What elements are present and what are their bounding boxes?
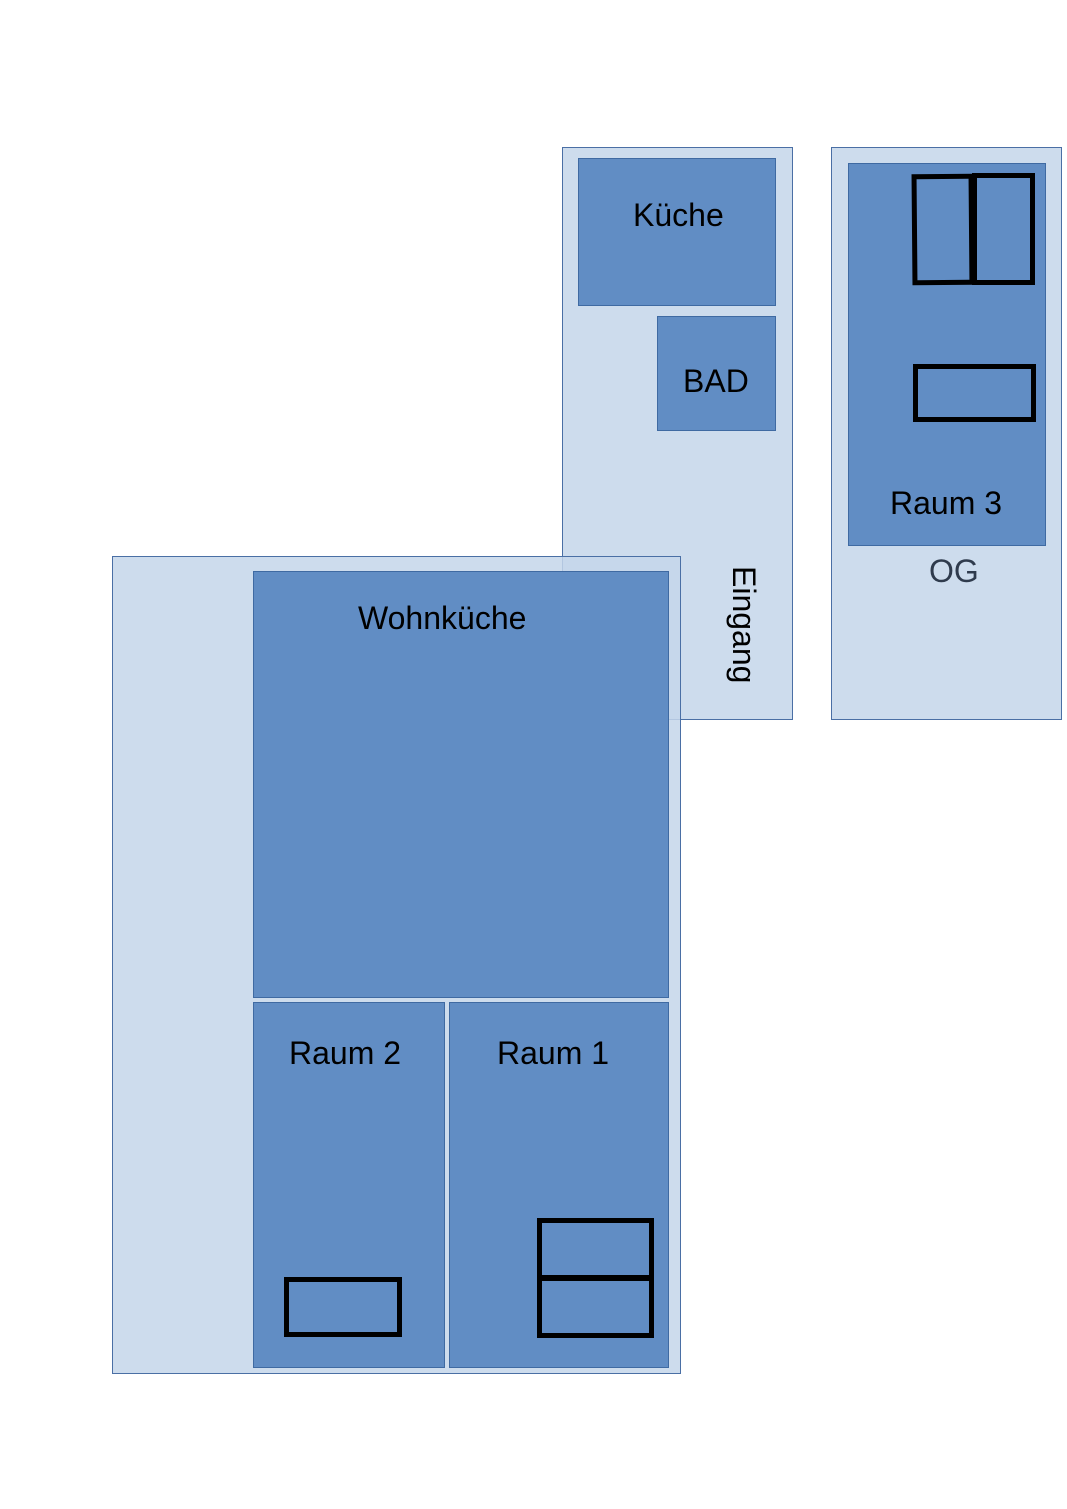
bed-icon (911, 173, 975, 286)
room-bath: BAD (657, 316, 776, 431)
room-kitchen: Küche (578, 158, 776, 306)
room-2-label: Raum 2 (289, 1035, 402, 1071)
bed-icon (972, 173, 1035, 285)
bed-icon (537, 1218, 654, 1280)
room-kitchen-label: Küche (633, 197, 724, 233)
room-3: Raum 3 (848, 163, 1046, 546)
room-bath-label: BAD (683, 363, 749, 399)
hallway-label: Eingang (726, 566, 762, 684)
room-3-label: Raum 3 (890, 485, 1003, 521)
room-1: Raum 1 (449, 1002, 669, 1368)
bed-icon (284, 1277, 402, 1337)
room-1-label: Raum 1 (497, 1035, 610, 1071)
room-living-kitchen-label: Wohnküche (358, 600, 527, 636)
room-living-kitchen: Wohnküche (253, 571, 669, 998)
upper-floor-label: OG (929, 553, 979, 589)
bed-icon (537, 1276, 654, 1338)
desk-icon (913, 364, 1036, 422)
